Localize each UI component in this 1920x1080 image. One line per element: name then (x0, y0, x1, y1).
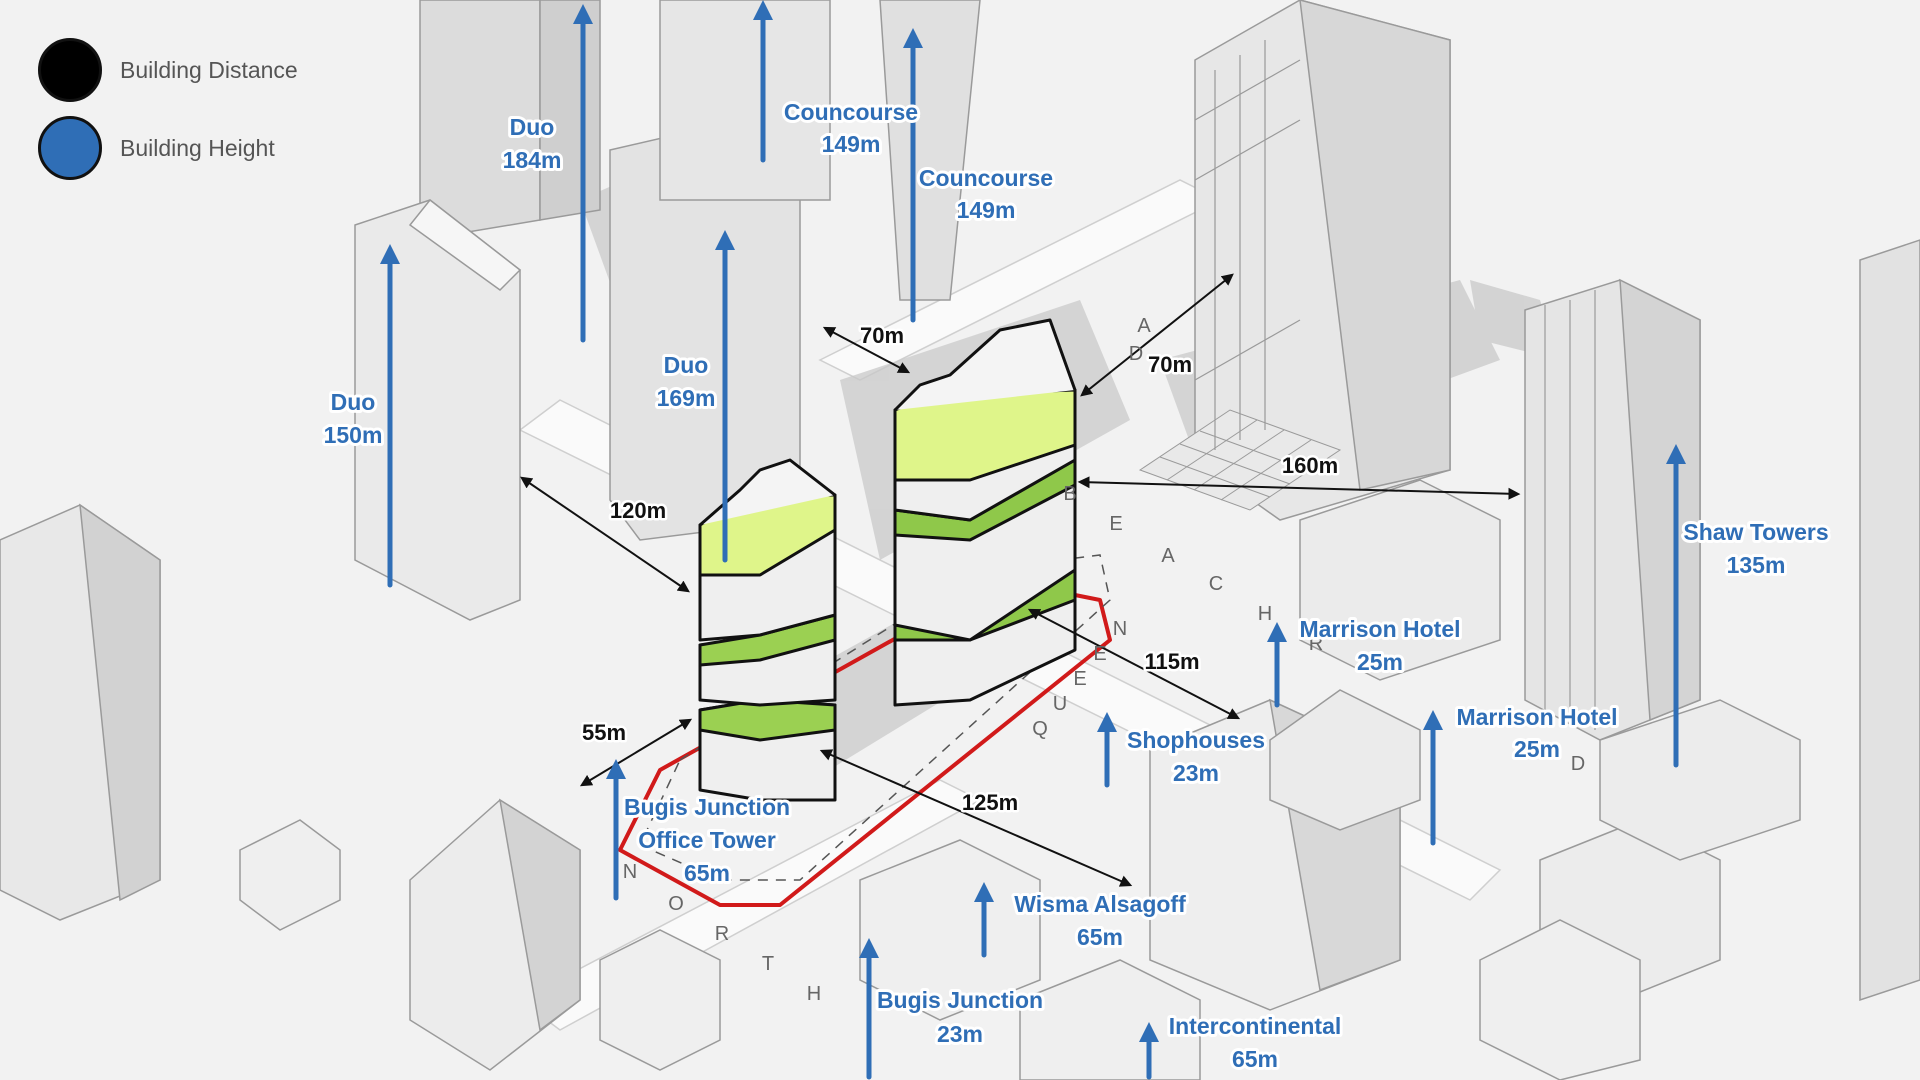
height-label-name: Bugis Junction (877, 987, 1043, 1013)
legend-item-distance: Building Distance (38, 38, 298, 102)
street-letter: E (1109, 513, 1122, 535)
street-letter: E (1093, 643, 1106, 665)
legend-label: Building Height (120, 134, 275, 161)
height-label-value: 23m (937, 1021, 983, 1047)
height-labels: Duo 184m Councourse 149m Councourse 149m… (321, 96, 1832, 1075)
height-label-value: 149m (822, 131, 881, 157)
proposed-tower-a (698, 458, 837, 802)
height-label-name: Shophouses (1127, 727, 1265, 753)
height-label-name: Wisma Alsagoff (1014, 891, 1186, 917)
height-label-name: Shaw Towers (1683, 519, 1828, 545)
distance-label: 70m (860, 323, 904, 348)
height-label-value: 150m (324, 422, 383, 448)
street-letter: H (1258, 603, 1272, 625)
height-label-name: Bugis Junction (624, 794, 790, 820)
height-label-name: Councourse (784, 99, 918, 125)
height-label-name: Office Tower (638, 827, 776, 853)
distance-label: 160m (1282, 453, 1338, 478)
height-label-value: 23m (1173, 760, 1219, 786)
street-letter: T (762, 953, 774, 975)
height-label-name: Councourse (919, 165, 1053, 191)
street-labels: A D B E A C H R D N O R T H Q U E E N (623, 315, 1585, 1005)
distance-label: 70m (1148, 352, 1192, 377)
street-letter: Q (1032, 718, 1048, 740)
legend-label: Building Distance (120, 56, 298, 83)
distance-label: 55m (582, 720, 626, 745)
height-swatch-icon (38, 116, 102, 180)
height-label-value: 135m (1727, 552, 1786, 578)
street-letter: U (1053, 693, 1067, 715)
height-label-name: Duo (510, 114, 555, 140)
height-label-name: Marrison Hotel (1456, 704, 1617, 730)
street-letter: A (1137, 315, 1151, 337)
height-label-value: 25m (1357, 649, 1403, 675)
distance-swatch-icon (38, 38, 102, 102)
height-label-value: 184m (503, 147, 562, 173)
proposed-tower-b (893, 318, 1077, 707)
distance-label: 115m (1144, 649, 1199, 674)
distance-label: 125m (962, 790, 1018, 815)
height-label-value: 149m (957, 197, 1016, 223)
height-label-value: 65m (1077, 924, 1123, 950)
street-letter: A (1161, 545, 1175, 567)
distance-arrows (520, 273, 1521, 887)
distance-labels: 70m 70m 120m 160m 115m 55m 125m (579, 321, 1340, 818)
street-letter: N (1113, 618, 1127, 640)
height-label-value: 25m (1514, 736, 1560, 762)
height-label-value: 65m (684, 860, 730, 886)
street-letter: D (1571, 753, 1585, 775)
street-letter: B (1063, 483, 1076, 505)
street-letter: H (807, 983, 821, 1005)
street-letter: R (715, 923, 729, 945)
legend: Building Distance Building Height (38, 38, 298, 194)
street-letter: R (1309, 633, 1323, 655)
street-letter: D (1129, 343, 1143, 365)
height-label-name: Duo (664, 352, 709, 378)
street-letter: N (623, 861, 637, 883)
legend-item-height: Building Height (38, 116, 298, 180)
height-label-name: Duo (331, 389, 376, 415)
distance-label: 120m (610, 498, 666, 523)
height-label-name: Marrison Hotel (1299, 616, 1460, 642)
street-letter: E (1073, 668, 1086, 690)
height-label-value: 169m (657, 385, 716, 411)
height-label-value: 65m (1232, 1046, 1278, 1072)
street-letter: C (1209, 573, 1223, 595)
height-arrows (380, 0, 1686, 1080)
height-label-name: Intercontinental (1169, 1013, 1342, 1039)
street-letter: O (668, 893, 684, 915)
